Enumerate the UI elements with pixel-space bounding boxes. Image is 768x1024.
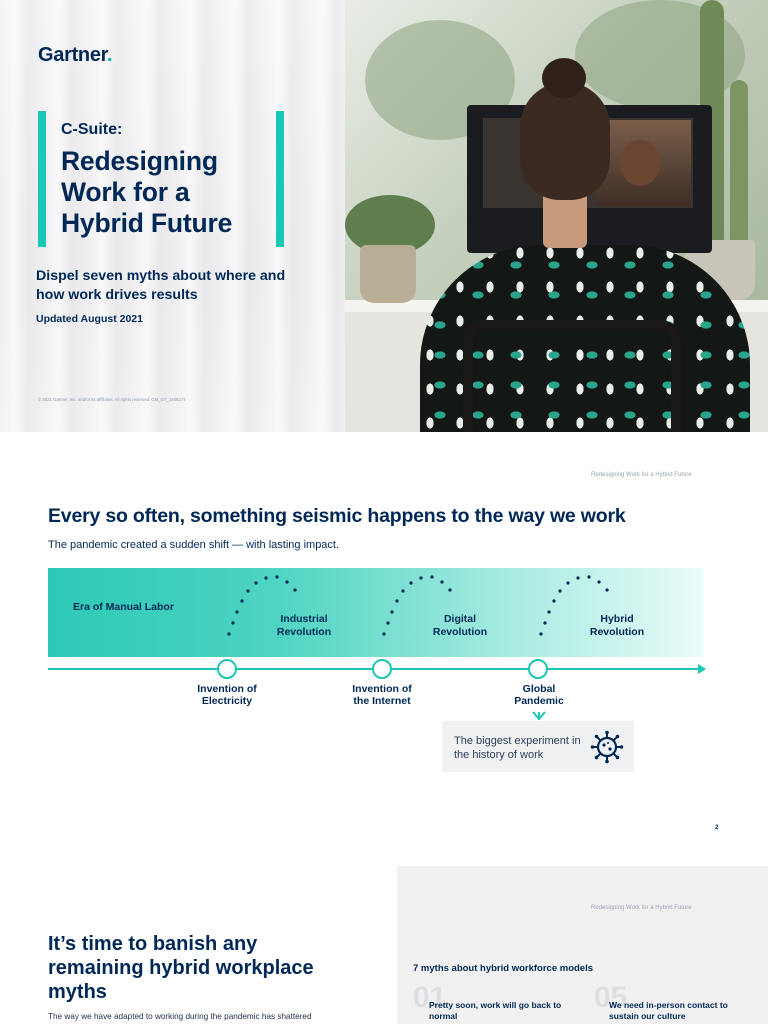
virus-icon: [590, 730, 624, 764]
callout-arrowhead: [532, 711, 546, 721]
myth-number: 01: [413, 981, 447, 1014]
cactus: [730, 80, 748, 250]
callout-text: The biggest experiment in the history of…: [454, 735, 581, 761]
timeline-graphic: [48, 575, 706, 720]
myth-text: We need in-person contact to sustain our…: [609, 1000, 728, 1021]
cover-photo: [345, 0, 768, 432]
callout-box: [442, 721, 634, 772]
myth-text: Pretty soon, work will go back to normal: [429, 1000, 562, 1021]
cover-subtitle: Dispel seven myths about where and how w…: [36, 268, 286, 303]
body-text: The way we have adapted to working durin…: [48, 1012, 312, 1021]
page-title: It’s time to banish any remaining hybrid…: [48, 933, 314, 1003]
curtain-background: [0, 0, 345, 432]
person-head: [520, 82, 610, 200]
title-accent-bar: [276, 111, 284, 247]
running-header: Redesigning Work for a Hybrid Future: [591, 472, 692, 478]
cover-page: Gartner. C-Suite: Redesigning Work for a…: [0, 0, 768, 432]
cover-title: Redesigning Work for a Hybrid Future: [61, 146, 233, 238]
milestone-marker: [528, 659, 548, 679]
page-title: Every so often, something seismic happen…: [48, 505, 626, 527]
timeline-arrowhead: [698, 664, 706, 674]
myths-list-title: 7 myths about hybrid workforce models: [413, 963, 594, 974]
page-number: 2: [715, 824, 719, 831]
video-call-person: [620, 140, 660, 186]
page-subtitle: The pandemic created a sudden shift — wi…: [48, 539, 340, 551]
running-header: Redesigning Work for a Hybrid Future: [591, 905, 692, 911]
gartner-logo: Gartner.: [38, 44, 113, 66]
milestone-marker: [217, 659, 237, 679]
copyright-notice: © 2021 Gartner, Inc. and/or its affiliat…: [38, 397, 186, 402]
title-kicker: C-Suite:: [61, 121, 123, 138]
myth-number: 05: [594, 981, 628, 1014]
era-label: Era of Manual Labor: [73, 601, 174, 613]
plant-pot: [360, 245, 416, 303]
dotted-arc: [227, 575, 297, 636]
title-accent-bar: [38, 111, 46, 247]
person-hair-bun: [542, 58, 586, 98]
dotted-arc: [539, 575, 609, 636]
milestone-marker: [372, 659, 392, 679]
myths-panel: [397, 866, 768, 1024]
updated-date: Updated August 2021: [36, 313, 143, 325]
chair: [463, 320, 681, 432]
dotted-arc: [382, 575, 452, 636]
era-gradient-band: [48, 568, 703, 657]
